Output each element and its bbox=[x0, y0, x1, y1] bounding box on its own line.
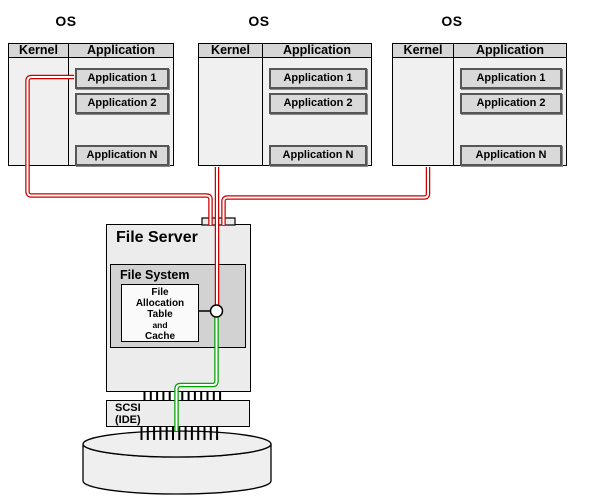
os-header: Kernel Application bbox=[9, 44, 173, 58]
kernel-column bbox=[9, 58, 69, 165]
os-title: OS bbox=[441, 13, 463, 29]
application-1-box: Application 1 bbox=[269, 68, 367, 89]
application-2-box: Application 2 bbox=[460, 93, 562, 114]
application-2-box: Application 2 bbox=[269, 93, 367, 114]
scsi-label-line: (IDE) bbox=[115, 413, 141, 426]
fat-line: File bbox=[151, 287, 169, 298]
application-header: Application bbox=[282, 43, 352, 57]
disk-cylinder bbox=[82, 430, 272, 495]
red-connection-line-os3 bbox=[221, 167, 431, 225]
os-box-1: Kernel Application Application 1 Applica… bbox=[8, 43, 174, 166]
kernel-column bbox=[199, 58, 263, 165]
fat-line: and bbox=[152, 320, 168, 330]
os-body: Application 1 Application 2 Application … bbox=[9, 58, 173, 166]
fat-line: Table bbox=[147, 309, 173, 320]
os-body: Application 1 Application 2 Application … bbox=[393, 58, 566, 166]
fat-line: Cache bbox=[144, 331, 175, 342]
application-n-box: Application N bbox=[75, 145, 169, 166]
os-box-3: Kernel Application Application 1 Applica… bbox=[392, 43, 567, 166]
file-server-title: File Server bbox=[116, 229, 198, 246]
application-n-box: Application N bbox=[460, 145, 562, 166]
kernel-header: Kernel bbox=[199, 44, 263, 57]
os-title: OS bbox=[248, 13, 270, 29]
os-title: OS bbox=[55, 13, 77, 29]
kernel-column bbox=[393, 58, 454, 165]
kernel-header: Kernel bbox=[9, 44, 69, 57]
application-1-box: Application 1 bbox=[75, 68, 169, 89]
os-body: Application 1 Application 2 Application … bbox=[199, 58, 371, 166]
os-header: Kernel Application bbox=[393, 44, 566, 58]
application-header: Application bbox=[475, 43, 545, 57]
application-header: Application bbox=[86, 43, 156, 57]
file-system-title: File System bbox=[120, 268, 190, 282]
file-allocation-table-box: File Allocation Table and Cache bbox=[121, 284, 199, 342]
application-1-box: Application 1 bbox=[460, 68, 562, 89]
fat-line: Allocation bbox=[135, 298, 185, 309]
scsi-label-line: SCSI bbox=[115, 402, 141, 414]
os-box-2: Kernel Application Application 1 Applica… bbox=[198, 43, 372, 166]
application-2-box: Application 2 bbox=[75, 93, 169, 114]
scsi-ide-box: SCSI (IDE) bbox=[106, 400, 250, 427]
application-n-box: Application N bbox=[269, 145, 367, 166]
kernel-header: Kernel bbox=[393, 44, 454, 57]
os-header: Kernel Application bbox=[199, 44, 371, 58]
